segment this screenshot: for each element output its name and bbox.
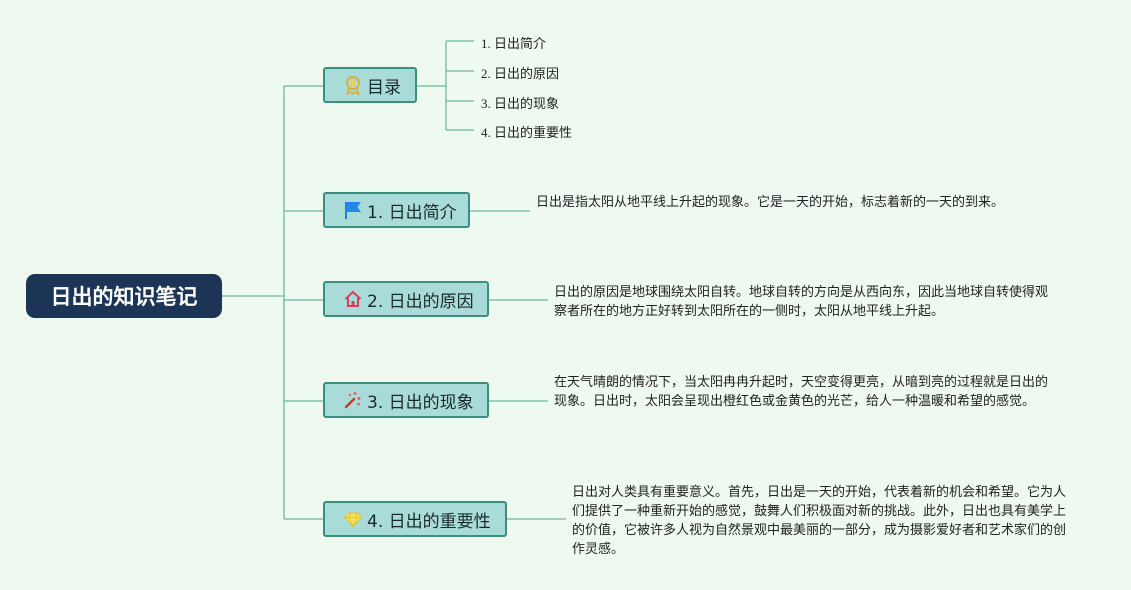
topic-phenomenon-desc: 在天气晴朗的情况下，当太阳冉冉升起时，天空变得更亮，从暗到亮的过程就是日出的现象… [554, 375, 1049, 409]
root-title: 日出的知识笔记 [50, 285, 198, 309]
award-ribbon-icon [343, 75, 363, 95]
flag-icon [343, 200, 363, 220]
topic-importance-label: 4. 日出的重要性 [367, 511, 491, 532]
topic-phenomenon-label: 3. 日出的现象 [367, 392, 474, 413]
toc-item-1[interactable]: 1. 日出简介 [481, 36, 547, 51]
topic-importance[interactable]: 4. 日出的重要性 [323, 501, 507, 537]
topic-cause-desc: 日出的原因是地球围绕太阳自转。地球自转的方向是从西向东，因此当地球自转使得观察者… [554, 285, 1049, 319]
home-icon [343, 289, 363, 309]
topic-cause[interactable]: 2. 日出的原因 [323, 281, 489, 317]
diamond-icon [343, 509, 363, 529]
toc-item-3[interactable]: 3. 日出的现象 [481, 96, 560, 111]
topic-importance-desc: 日出对人类具有重要意义。首先，日出是一天的开始，代表着新的机会和希望。它为人们提… [572, 485, 1067, 557]
toc-title: 目录 [367, 77, 401, 98]
topic-cause-label: 2. 日出的原因 [367, 291, 474, 312]
toc-topic[interactable]: 目录 [323, 67, 417, 103]
topic-intro-label: 1. 日出简介 [367, 202, 457, 223]
topic-intro-desc: 日出是指太阳从地平线上升起的现象。它是一天的开始，标志着新的一天的到来。 [536, 195, 1005, 210]
toc-item-2[interactable]: 2. 日出的原因 [481, 66, 560, 81]
magic-wand-icon [343, 390, 363, 410]
topic-phenomenon[interactable]: 3. 日出的现象 [323, 382, 489, 418]
root-topic[interactable]: 日出的知识笔记 [26, 274, 222, 318]
toc-item-4[interactable]: 4. 日出的重要性 [481, 125, 573, 140]
topic-intro[interactable]: 1. 日出简介 [323, 192, 470, 228]
